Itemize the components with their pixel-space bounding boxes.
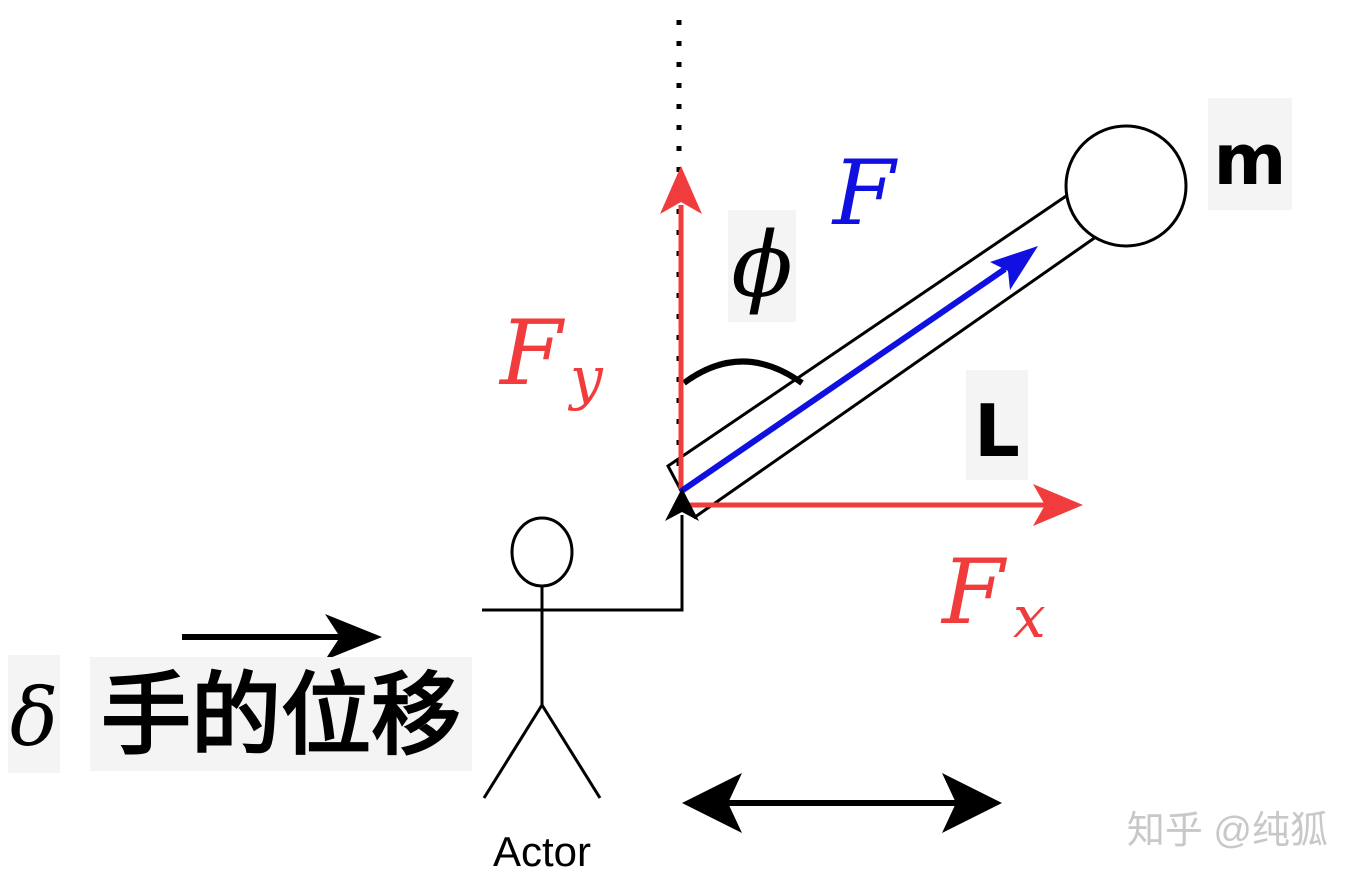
- actor-label: Actor: [493, 828, 591, 875]
- hand-displacement-arrowhead: [325, 614, 382, 660]
- actor-arm-arrowhead: [665, 488, 699, 521]
- actor-arm: [482, 515, 684, 612]
- length-label-bg: [966, 370, 1028, 480]
- force-arrow: [678, 266, 1007, 495]
- force-arrowhead: [990, 246, 1038, 290]
- watermark: 知乎 @纯狐: [1127, 810, 1328, 852]
- actor-figure: [482, 516, 602, 799]
- delta-label: δ: [10, 671, 58, 764]
- movement-arrowhead-right: [942, 773, 1002, 833]
- force-y-arrowhead: [660, 166, 702, 214]
- force-label: F: [831, 141, 899, 246]
- force-x-arrowhead: [1033, 484, 1083, 526]
- movement-arrowhead-left: [682, 773, 742, 833]
- delta-label-bg: [8, 655, 60, 773]
- force-x-label-sub: x: [1013, 583, 1046, 651]
- force-y-label-sub: y: [567, 344, 604, 412]
- angle-label-bg: [728, 210, 796, 322]
- length-label: L: [974, 389, 1020, 473]
- force-y-label: F y: [498, 301, 604, 412]
- mass-label-bg: [1208, 98, 1292, 210]
- mass-label: m: [1214, 119, 1287, 201]
- angle-arc: [682, 358, 804, 386]
- force-x-label-main: F: [940, 540, 1008, 645]
- hand-label-bg: [90, 657, 472, 771]
- mass-bob: [1064, 124, 1188, 248]
- force-x-label: F x: [940, 540, 1046, 651]
- force-y-label-main: F: [498, 301, 566, 406]
- hand-displacement-label: 手的位移: [101, 663, 461, 768]
- angle-label: ϕ: [731, 213, 792, 318]
